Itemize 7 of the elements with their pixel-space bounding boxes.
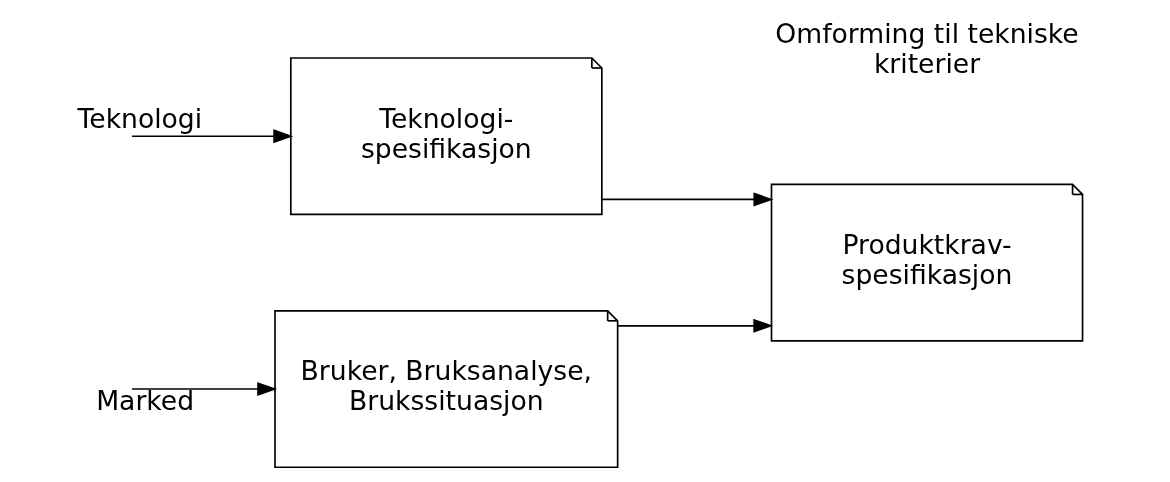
label: Omforming til tekniske kriterier (775, 17, 1079, 79)
arrow (131, 129, 294, 144)
edge-label: Marked (96, 385, 195, 417)
arrow (601, 192, 774, 207)
edge-label: Teknologi (77, 102, 203, 134)
arrow (131, 382, 278, 397)
arrow (617, 318, 774, 333)
